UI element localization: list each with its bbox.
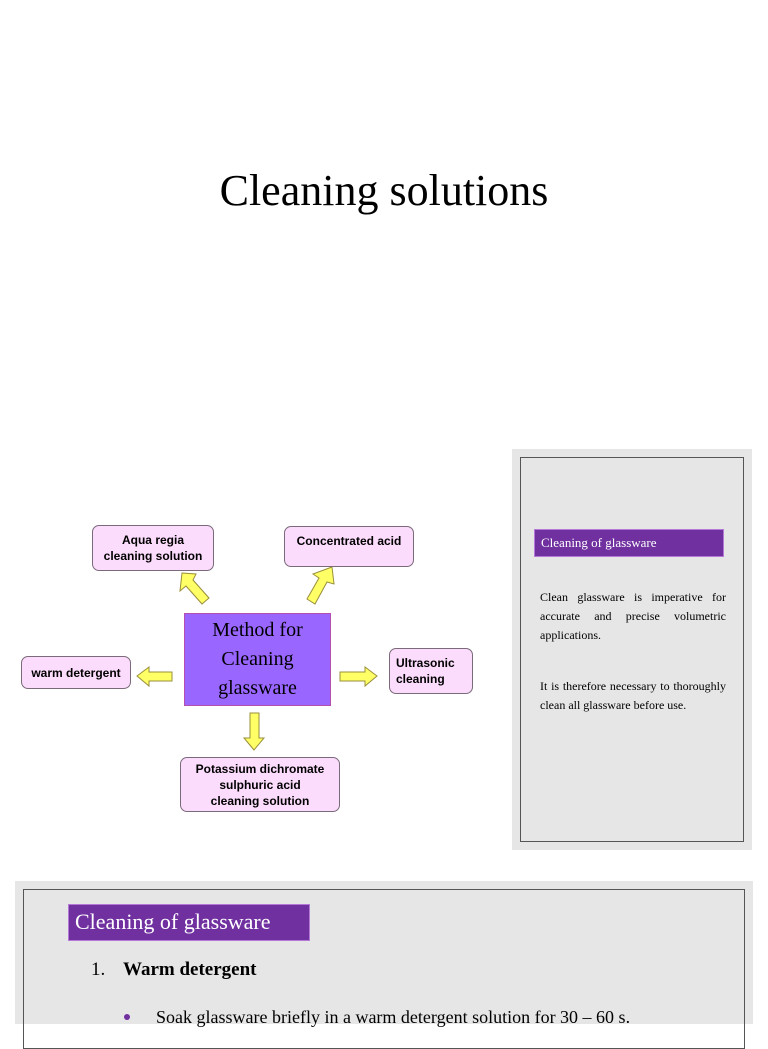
dichromate-line-1: Potassium dichromate [195,761,325,776]
side-panel-paragraph-2: It is therefore necessary to thoroughly … [540,679,726,712]
dichromate-line-2: sulphuric acid [219,777,301,792]
warm-detergent-box: warm detergent [21,656,131,689]
aqua-regia-line-2: cleaning solution [103,549,203,563]
ultrasonic-box: Ultrasonic cleaning [389,648,473,694]
arrow-to-dichromate [242,712,266,751]
aqua-regia-box: Aqua regia cleaning solution [92,525,214,571]
side-panel-paragraph-1: Clean glassware is imperative for accura… [540,590,726,642]
concentrated-acid-box: Concentrated acid [284,526,414,567]
method-center-box: Method for Cleaning glassware [184,613,331,706]
arrow-to-concentrated-acid [306,566,335,605]
bottom-panel-heading: Cleaning of glassware [68,904,310,941]
dichromate-line-3: cleaning solution [210,793,310,808]
warm-detergent-line-1: warm detergent [31,665,121,680]
arrow-to-warm-detergent [136,666,173,688]
ultrasonic-line-2: cleaning [396,672,445,686]
concentrated-acid-line-1: Concentrated acid [296,534,402,548]
diagram-arrows [136,566,378,751]
arrow-to-aqua-regia [179,572,210,605]
center-line-2: Cleaning [221,648,294,670]
bottom-panel: Cleaning of glassware 1. Warm detergent … [15,881,753,1049]
list-item-number: 1. [91,959,106,980]
bullet-icon [124,1014,130,1020]
side-panel-frame: Cleaning of glassware Clean glassware is… [520,457,744,842]
list-item-label: Warm detergent [123,959,257,980]
ultrasonic-line-1: Ultrasonic [396,656,455,670]
cleaning-methods-diagram: Method for Cleaning glassware Aqua regia… [0,500,505,830]
page-title: Cleaning solutions [219,166,549,215]
bullet-text: Soak glassware briefly in a warm deterge… [156,1007,631,1027]
bottom-panel-frame: Cleaning of glassware 1. Warm detergent … [23,889,745,1049]
dichromate-box: Potassium dichromate sulphuric acid clea… [180,757,340,812]
arrow-to-ultrasonic [339,666,378,688]
center-line-3: glassware [218,677,297,699]
side-panel: Cleaning of glassware Clean glassware is… [512,449,752,850]
aqua-regia-line-1: Aqua regia [121,533,184,547]
center-line-1: Method for [212,619,303,641]
side-panel-heading: Cleaning of glassware [534,529,724,557]
